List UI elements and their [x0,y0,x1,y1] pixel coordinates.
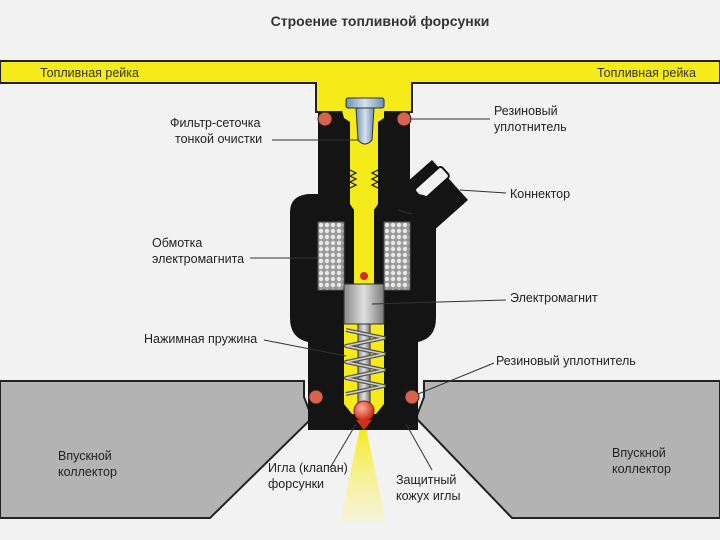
armature-top-ball [360,272,368,280]
label-seal-bottom: Резиновый уплотнитель [496,354,636,368]
filter-cap [345,97,385,109]
nozzle-tip [356,420,372,430]
label-intake-right-line2: коллектор [612,462,671,476]
seal-bottom-left [308,389,324,405]
inlet-thread [348,169,380,189]
labels: Топливная рейка Топливная рейка Фильтр-с… [40,66,696,503]
label-seal-top-line2: уплотнитель [494,120,567,134]
intake-manifold-left [0,380,314,519]
fuel-spray [340,428,386,522]
fuel-filter [345,97,385,145]
coil-winding-right [383,221,411,291]
label-rail-left: Топливная рейка [40,66,139,80]
leader-lines [250,118,507,471]
leader-electromagnet [371,299,507,305]
label-spring: Нажимная пружина [144,332,257,346]
label-needle-line1: Игла (клапан) [268,461,348,475]
label-winding-line2: электромагнита [152,252,244,266]
leader-shroud [405,423,433,471]
connector-housing [398,160,468,232]
filter-mesh [355,107,375,145]
coil-winding-left [317,221,345,291]
label-shroud-line1: Защитный [396,473,456,487]
label-shroud-line2: кожух иглы [396,489,460,503]
label-needle-line2: форсунки [268,477,324,491]
diagram-title: Строение топливной форсунки [271,13,490,29]
return-spring-highlight [345,329,385,395]
label-filter-line1: Фильтр-сеточка [170,116,260,130]
fuel-rail-shape [0,60,720,113]
leader-seal-bottom [417,362,495,395]
label-connector: Коннектор [510,187,570,201]
leader-electromagnet-inner [397,209,413,215]
label-intake-right-line1: Впускной [612,446,666,460]
rubber-seals [308,111,420,405]
leader-needle [329,423,357,469]
leader-connector [459,189,507,194]
needle-ball [353,400,375,422]
solenoid-coil [317,221,411,291]
leader-spring [263,339,347,357]
label-winding-line1: Обмотка [152,236,202,250]
seal-top-right [396,111,412,127]
label-filter-line2: тонкой очистки [175,132,262,146]
label-seal-top-line1: Резиновый [494,104,558,118]
seal-bottom-right [404,389,420,405]
fuel-rail [0,60,720,113]
label-intake-left-line1: Впускной [58,449,112,463]
intake-manifold-right [414,380,720,519]
label-intake-left-line2: коллектор [58,465,117,479]
seal-top-left [317,111,333,127]
label-rail-right: Топливная рейка [597,66,696,80]
intake-manifold [0,380,720,519]
label-electromagnet: Электромагнит [510,291,598,305]
